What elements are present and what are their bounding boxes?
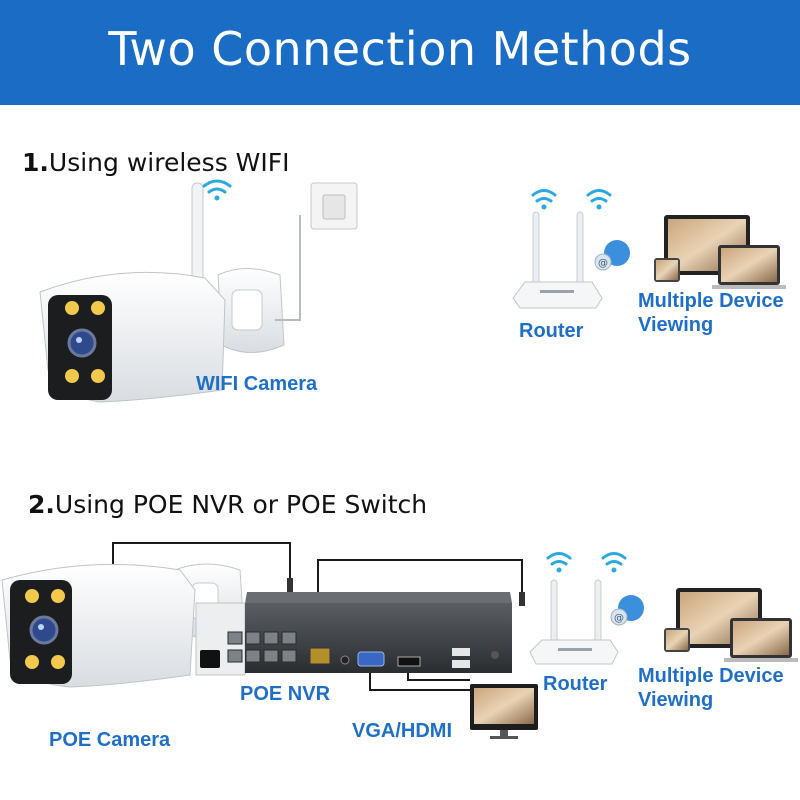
power-cable (275, 215, 301, 321)
section-1-heading-text: Using wireless WIFI (48, 148, 290, 177)
section-2-number: 2. (28, 490, 55, 519)
vga-hdmi-label: VGA/HDMI (352, 720, 452, 742)
poe-camera-label: POE Camera (49, 729, 171, 751)
svg-text:@: @ (598, 258, 608, 269)
section-2-heading: 2.Using POE NVR or POE Switch (28, 490, 427, 519)
multi-device-label-line1: Multiple Device (638, 665, 784, 687)
multi-device-label-line2: Viewing (638, 314, 714, 336)
poe-nvr-device (195, 592, 512, 676)
svg-text:@: @ (614, 613, 624, 624)
router-label: Router (543, 673, 608, 695)
wifi-camera-label: WIFI Camera (196, 373, 318, 395)
section-1-number: 1. (22, 148, 49, 177)
page-title: Two Connection Methods (108, 22, 692, 76)
cloud-globe-icon: @ (594, 240, 630, 271)
section-1-heading: 1.Using wireless WIFI (22, 148, 290, 177)
wifi-signal-icon (546, 552, 627, 573)
poe-nvr-label: POE NVR (240, 683, 331, 705)
poe-camera (1, 563, 245, 688)
multi-device-icon (654, 215, 786, 289)
wifi-camera (39, 182, 285, 403)
rj45-plug (287, 578, 293, 592)
power-outlet (310, 182, 358, 230)
title-banner: Two Connection Methods (0, 0, 800, 105)
wifi-signal-icon (531, 189, 612, 210)
router-icon (512, 211, 603, 309)
multi-device-label-line1: Multiple Device (638, 290, 784, 312)
rj45-plug (519, 592, 525, 606)
multi-device-label-line2: Viewing (638, 689, 714, 711)
section-2-heading-text: Using POE NVR or POE Switch (54, 490, 428, 519)
router-label: Router (519, 320, 584, 342)
multi-device-icon (664, 588, 798, 662)
router-icon (529, 579, 619, 665)
wifi-signal-icon (202, 179, 232, 201)
cloud-globe-icon: @ (610, 595, 644, 626)
monitor-icon (470, 684, 538, 739)
